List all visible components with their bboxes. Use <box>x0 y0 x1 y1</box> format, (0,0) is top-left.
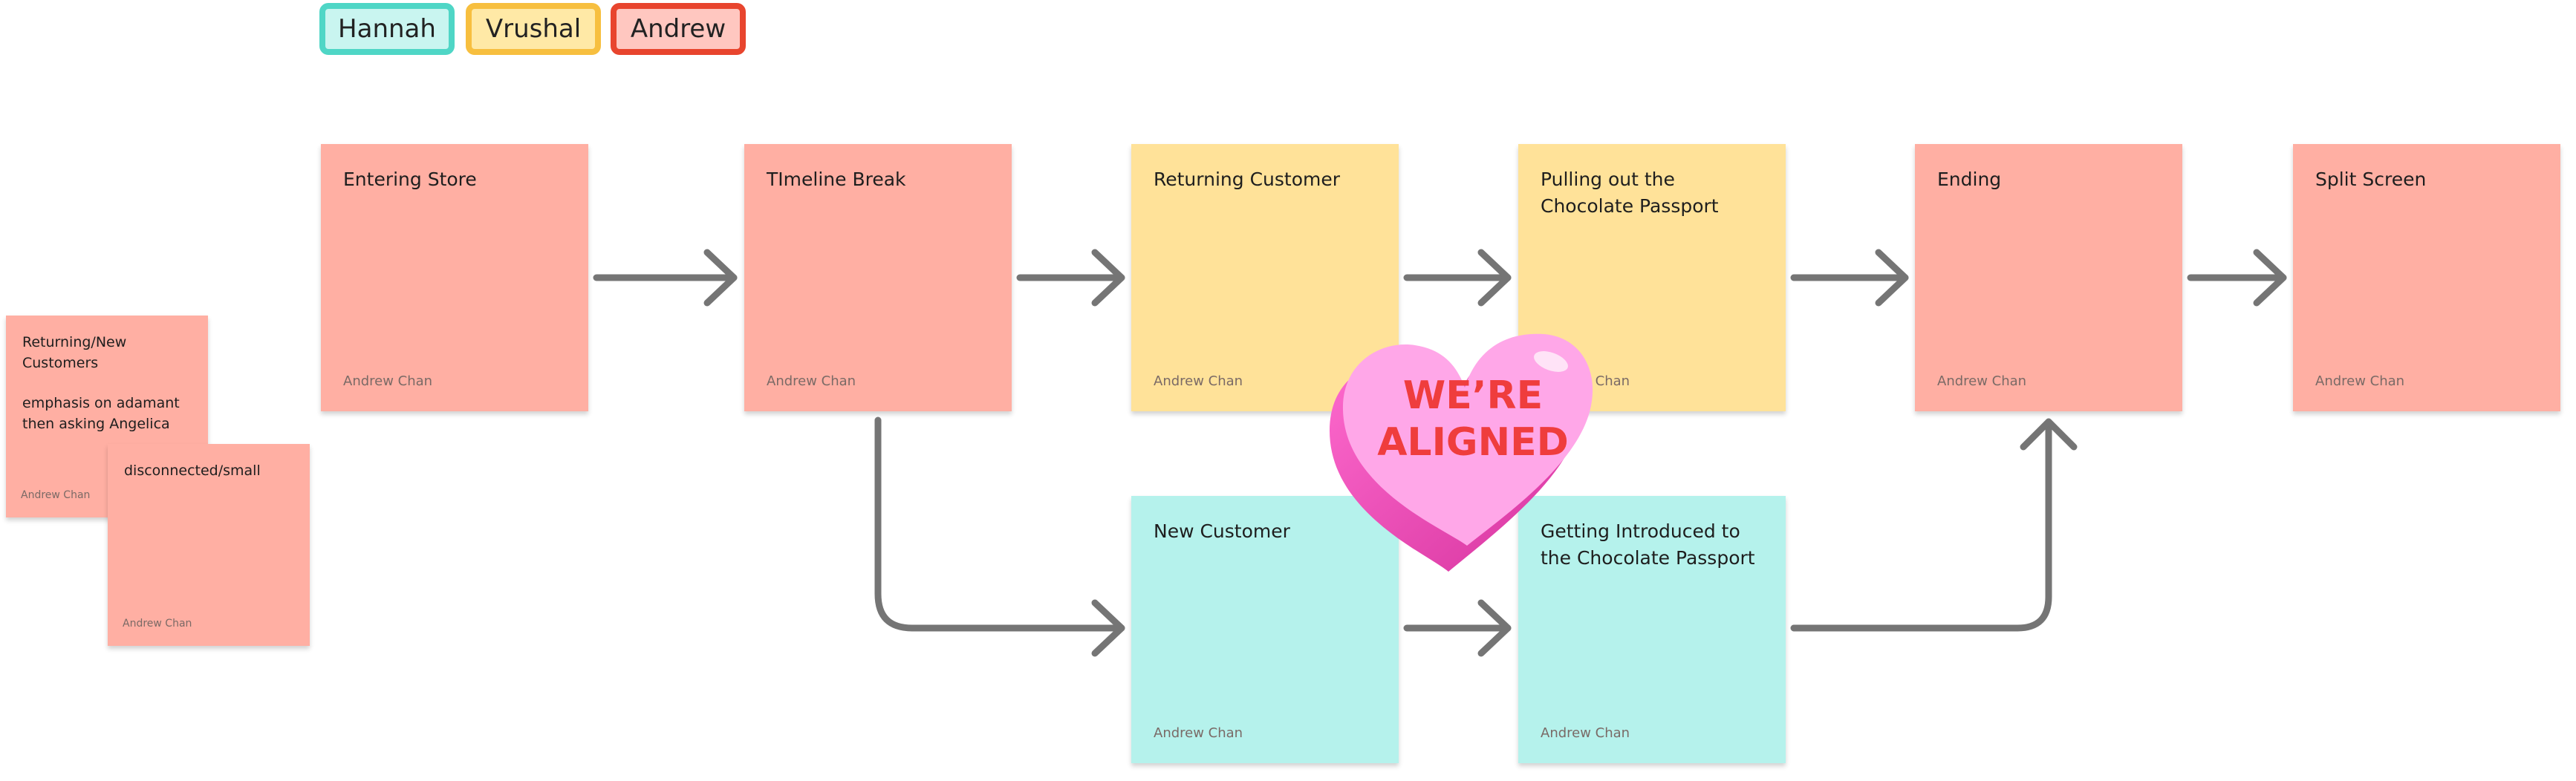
sticky-disconnected-small[interactable]: disconnected/small Andrew Chan <box>108 444 310 646</box>
sticky-ending[interactable]: Ending Andrew Chan <box>1915 144 2182 411</box>
sticky-title: Returning/New Customers emphasis on adam… <box>22 332 196 434</box>
sticky-getting-introduced[interactable]: Getting Introduced to the Chocolate Pass… <box>1518 496 1786 763</box>
sticky-author: Andrew Chan <box>343 373 433 389</box>
sticky-author: Andrew Chan <box>1541 725 1630 741</box>
sticky-title: Entering Store <box>343 169 477 190</box>
sticky-new-customer[interactable]: New Customer Andrew Chan <box>1131 496 1399 763</box>
sticky-title: New Customer <box>1154 520 1290 542</box>
sticker-text-line2: ALIGNED <box>1377 420 1569 465</box>
connector-introduced-to-ending[interactable] <box>1790 418 2078 632</box>
connector-new-to-introduced[interactable] <box>1403 599 1512 657</box>
sticky-author: Andrew Chan <box>1937 373 2027 389</box>
sticker-text-line1: WE’RE <box>1403 373 1543 418</box>
connector-pulling-to-ending[interactable] <box>1790 249 1909 307</box>
tag-label: Andrew <box>630 14 726 44</box>
sticky-title: Ending <box>1937 169 2002 190</box>
tag-label: Hannah <box>338 14 436 44</box>
sticky-author: Andrew Chan <box>123 618 192 630</box>
tag-andrew[interactable]: Andrew <box>611 3 746 55</box>
tag-label: Vrushal <box>485 14 582 44</box>
connector-ending-to-split[interactable] <box>2187 249 2287 307</box>
sticky-timeline-break[interactable]: TImeline Break Andrew Chan <box>744 144 1012 411</box>
sticky-author: Andrew Chan <box>1154 725 1243 741</box>
sticky-title: Split Screen <box>2315 169 2427 190</box>
connector-timeline-to-returning[interactable] <box>1016 249 1125 307</box>
tag-vrushal[interactable]: Vrushal <box>466 3 601 55</box>
tag-hannah[interactable]: Hannah <box>319 3 455 55</box>
sticky-split-screen[interactable]: Split Screen Andrew Chan <box>2293 144 2560 411</box>
sticky-title: Getting Introduced to the Chocolate Pass… <box>1541 520 1755 569</box>
sticky-author: Andrew Chan <box>2315 373 2405 389</box>
connector-timeline-to-new-customer[interactable] <box>874 416 1125 657</box>
connector-returning-to-pulling[interactable] <box>1403 249 1512 307</box>
sticky-title-line2: emphasis on adamant then asking Angelica <box>22 395 180 432</box>
sticky-title-line1: Returning/New Customers <box>22 334 127 371</box>
heart-icon <box>1330 333 1593 572</box>
sticky-title: Returning Customer <box>1154 169 1341 190</box>
sticky-entering-store[interactable]: Entering Store Andrew Chan <box>321 144 588 411</box>
connector-entering-to-timeline[interactable] <box>593 249 738 307</box>
sticky-title: TImeline Break <box>767 169 906 190</box>
sticky-author: Andrew Chan <box>21 489 91 501</box>
sticky-title: Pulling out the Chocolate Passport <box>1541 169 1719 217</box>
sticky-author: Andrew Chan <box>1154 373 1243 389</box>
sticky-returning-customer[interactable]: Returning Customer Andrew Chan <box>1131 144 1399 411</box>
sticky-author: Andrew Chan <box>767 373 856 389</box>
sticky-title: disconnected/small <box>124 463 261 479</box>
